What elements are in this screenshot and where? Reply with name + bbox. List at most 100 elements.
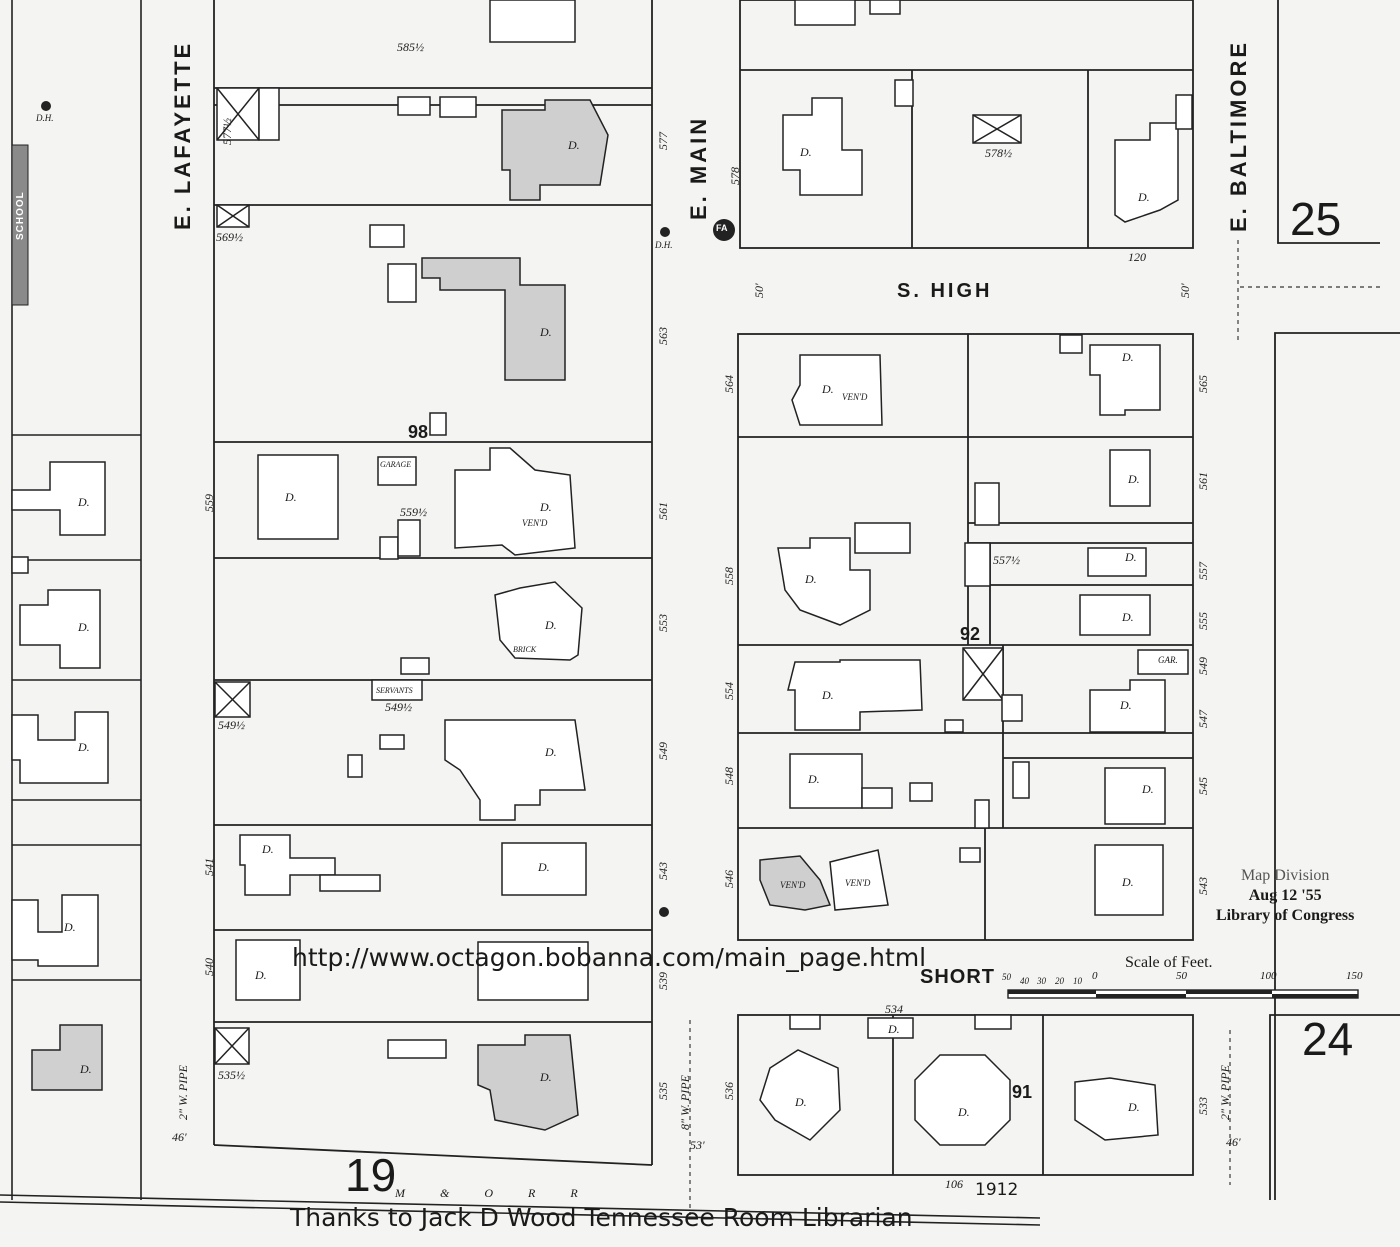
railroad-track [0,1194,1041,1226]
dwelling-label: D. [1128,472,1140,486]
dimension-label: 46' [1226,1135,1241,1149]
url-caption: http://www.octagon.bobanna.com/main_page… [292,943,927,972]
address-number: 578½ [985,146,1012,160]
address-number: 549½ [385,700,412,714]
scale-tick: 150 [1346,970,1363,982]
address-number: 555 [1196,612,1210,630]
address-number: 577½ [220,118,234,145]
address-number: 569½ [216,230,243,244]
address-number: 106 [945,1177,963,1191]
address-number: 545 [1196,777,1210,795]
address-number: 549 [656,742,670,760]
block-number-92: 92 [960,624,981,644]
dwelling-label: D. [64,920,76,934]
dwelling-label: D. [1122,610,1134,624]
address-number: 565 [1196,375,1210,393]
dwelling-label: D. [1128,1100,1140,1114]
buildings-block-98 [214,0,609,1131]
scale-tick: 0 [1092,970,1098,982]
address-number: 564 [722,375,736,393]
address-number: 543 [1196,877,1210,895]
dwelling-label: D. [80,1062,92,1076]
fire-alarm-label: FA [716,223,728,233]
dwelling-label: D. [795,1095,807,1109]
credit-caption: Thanks to Jack D Wood Tennessee Room Lib… [290,1203,913,1232]
stamp-line-1: Map Division [1240,867,1330,884]
garage-label: GAR. [1158,655,1178,665]
dwelling-label: D. [1122,350,1134,364]
street-label-high: S. HIGH [897,280,993,302]
address-number: 549½ [218,718,245,732]
pipe-label: 2" W. PIPE [1218,1065,1232,1120]
brick-label: BRICK [513,645,537,654]
dwelling-label: D. [800,145,812,159]
dwelling-verandah [759,855,832,911]
dwelling-label: D. [822,382,834,396]
verandah-label: VEN'D [522,518,548,528]
address-number: 539 [656,972,670,990]
street-label-lafayette: E. LAFAYETTE [170,40,195,230]
dwelling-label: D. [545,618,557,632]
block-number-98: 98 [408,422,429,442]
block-number-24: 24 [1302,1013,1354,1065]
hydrant-label: D.H. [655,240,673,250]
school-building [11,144,29,306]
dwelling-label: D. [805,572,817,586]
scale-tick: 50 [1002,972,1011,982]
pipe-label: 2" W. PIPE [176,1065,190,1120]
buildings-block-92 [759,334,1189,916]
verandah-label: VEN'D [845,878,871,888]
dwelling-label: D. [540,325,552,339]
scale-tick: 100 [1260,970,1277,982]
address-number: 553 [656,614,670,632]
garage-label: GARAGE [380,460,412,469]
address-number: 533 [1196,1097,1210,1115]
address-number: 578 [728,167,742,185]
address-number: 554 [722,682,736,700]
map-year: 1912 [975,1180,1019,1200]
stamp-line-3: Library of Congress [1216,907,1355,924]
address-number: 534 [885,1002,903,1016]
dwelling-label: D. [822,688,834,702]
hydrant-marker [41,101,51,111]
dwelling-verandah [454,447,576,556]
dwelling-verandah [791,354,883,426]
buildings-upper-main [782,0,1193,223]
brick-dwelling [494,581,583,661]
address-number: 547 [1196,710,1210,728]
street-lines [689,240,1380,1215]
dwelling-label: D. [540,500,552,514]
hydrant-label: D.H. [36,113,54,123]
dwelling-label: D. [888,1022,900,1036]
address-number: 563 [656,327,670,345]
address-number: 577 [656,132,670,150]
dwelling-label: D. [78,495,90,509]
dwelling-label: D. [538,860,550,874]
dwelling-shaded [477,1034,579,1131]
verandah-label: VEN'D [842,392,868,402]
school-label: SCHOOL [15,191,26,240]
hydrant-marker [659,907,669,917]
dimension-label: 50' [752,283,766,298]
verandah-label: VEN'D [780,880,806,890]
pipe-label: 8" W. PIPE [678,1075,692,1130]
stamp-line-2: Aug 12 '55 [1248,887,1322,904]
scale-tick: 20 [1055,976,1064,986]
dwelling-shaded [421,257,566,381]
dwelling-label: D. [1138,190,1150,204]
scale-bar [1007,989,1359,999]
stable-building [964,542,991,587]
street-label-short: SHORT [920,966,995,988]
hydrant-marker [660,227,670,237]
dwelling-label: D. [1122,875,1134,889]
dwelling-label: D. [540,1070,552,1084]
scale-title: Scale of Feet. [1125,954,1213,971]
address-number: 540 [202,958,216,976]
dwelling-label: D. [1142,782,1154,796]
scale-tick: 30 [1037,976,1046,986]
dwelling-label: D. [285,490,297,504]
dimension-label: 50' [1178,283,1192,298]
dwelling [759,1049,841,1141]
scale-tick: 40 [1020,976,1029,986]
dwelling-label: D. [1120,698,1132,712]
